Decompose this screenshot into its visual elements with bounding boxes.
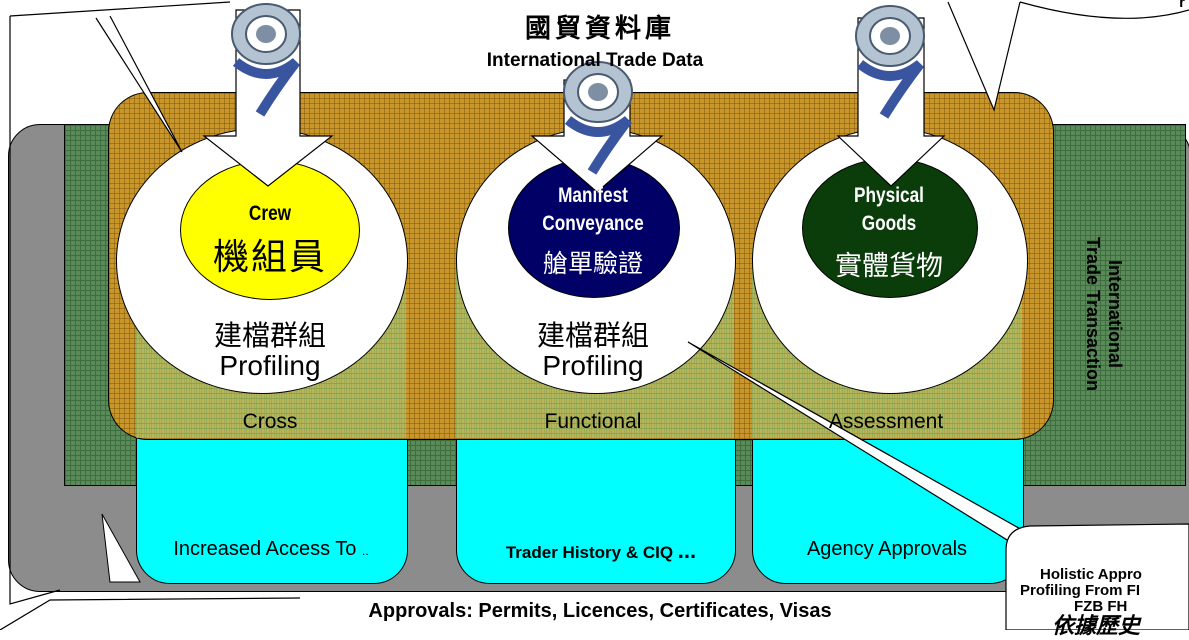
bottom-label-1-ellipsis: .. <box>361 544 369 558</box>
profiling-zh-2: 建檔群組 <box>536 319 649 352</box>
callout-line2: Profiling From FI <box>1020 582 1140 599</box>
callout-line1: Holistic Appro <box>1040 566 1142 583</box>
manifest-label-line1: Manifest <box>558 184 628 207</box>
band-assessment: Assessment <box>828 410 944 433</box>
callout-line3: FZB FH <box>1074 598 1128 615</box>
callout-zh: 依據歷史 <box>1052 613 1141 639</box>
bottom-label-2-ellipsis: ... <box>677 538 697 563</box>
bottom-label-1-text: Increased Access To <box>173 538 357 560</box>
side-label-line2: Trade Transaction <box>1083 236 1103 392</box>
crew-label-en: Crew <box>248 202 292 225</box>
profiling-en-1: Profiling <box>219 350 321 381</box>
crew-label-zh: 機組員 <box>212 237 327 278</box>
band-cross: Cross <box>242 410 298 433</box>
approvals-label: Approvals: Permits, Licences, Certificat… <box>368 600 832 622</box>
title-en: International Trade Data <box>486 50 704 71</box>
side-label-line1: International <box>1105 259 1125 368</box>
goods-label-line2: Goods <box>861 212 917 235</box>
side-label: International Trade Transaction <box>1068 214 1140 414</box>
goods-label-zh: 實體貨物 <box>835 251 943 282</box>
band-functional: Functional <box>544 410 642 433</box>
bottom-label-2-text: Trader History & CIQ <box>505 543 674 562</box>
manifest-label-line2: Conveyance <box>542 212 644 235</box>
bottom-label-2: Trader History & CIQ ... <box>456 538 746 564</box>
bottom-label-1: Increased Access To .. <box>136 538 406 561</box>
goods-label-line1: Physical <box>854 184 924 207</box>
manifest-label-zh: 艙單驗證 <box>542 249 643 278</box>
logo-icon-1 <box>231 3 301 117</box>
title-zh: 國貿資料庫 <box>524 14 675 44</box>
profiling-en-2: Profiling <box>542 350 644 381</box>
top-right-fragment: r <box>1179 0 1185 11</box>
bottom-label-3: Agency Approvals <box>806 538 968 560</box>
logo-icon-3 <box>855 5 925 119</box>
profiling-zh-1: 建檔群組 <box>213 319 326 352</box>
logo-icon-2 <box>563 61 633 175</box>
